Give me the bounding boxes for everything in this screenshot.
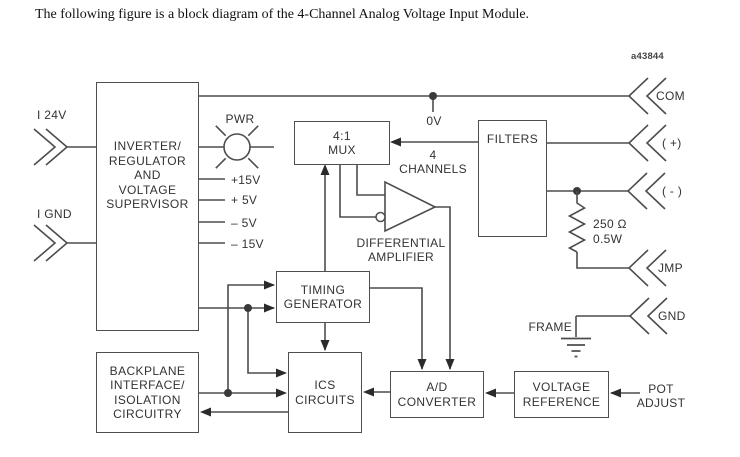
connector-plus-icon: [627, 124, 667, 162]
connector-com-label: COM: [656, 89, 685, 103]
block-label-line: FILTERS: [486, 132, 539, 146]
connector-minus-label: ( - ): [662, 184, 683, 198]
block-mux: 4:1 MUX: [294, 121, 390, 165]
input-gnd-label: I GND: [37, 207, 72, 221]
arrowheads: [200, 137, 621, 417]
resistor-value-label: 250 Ω 0.5W: [593, 217, 627, 247]
connector-i24v-icon: [33, 128, 69, 166]
frame-label: FRAME: [528, 320, 572, 334]
pot-adjust-line1: POT: [648, 382, 674, 396]
block-label-line: ISOLATION: [114, 392, 181, 407]
earth-ground-icon: [561, 337, 591, 358]
pot-adjust-label: POT ADJUST: [636, 382, 686, 410]
rail-plus5v-label: + 5V: [231, 193, 258, 207]
connector-jmp-icon: [627, 249, 667, 287]
block-label-line: CIRCUITRY: [113, 407, 182, 421]
zero-volt-label: 0V: [426, 114, 442, 128]
block-label-line: CONVERTER: [397, 394, 477, 409]
wires: [67, 95, 640, 413]
block-label-line: A/D: [426, 380, 448, 394]
power-lamp-icon: [215, 125, 259, 169]
connector-gnd-label: GND: [658, 309, 686, 323]
block-label-line: GENERATOR: [283, 297, 363, 311]
differential-amplifier-line1: DIFFERENTIAL: [356, 236, 446, 250]
connector-gnd-icon: [628, 297, 668, 335]
block-label-line: 4:1: [333, 128, 351, 143]
block-voltage-reference: VOLTAGE REFERENCE: [514, 371, 609, 418]
junction-dots: [224, 92, 581, 397]
rail-minus15v-label: – 15V: [231, 237, 264, 251]
block-label-line: BACKPLANE: [109, 363, 186, 378]
connector-com-icon: [627, 77, 667, 115]
block-label-line: TIMING: [300, 282, 346, 297]
block-label-line: AND: [134, 168, 161, 182]
block-label-line: REFERENCE: [522, 394, 601, 409]
block-backplane-interface: BACKPLANE INTERFACE/ ISOLATION CIRCUITRY: [96, 352, 199, 433]
resistor-wattage: 0.5W: [593, 232, 623, 246]
block-label-line: VOLTAGE: [532, 380, 591, 394]
figure-id: a43844: [631, 51, 664, 62]
resistor-icon: [567, 191, 587, 253]
diff-amplifier-icon: [375, 180, 437, 233]
block-timing-generator: TIMING GENERATOR: [276, 271, 370, 323]
four-channels-line2: CHANNELS: [399, 162, 467, 176]
resistor-ohms: 250 Ω: [593, 217, 627, 231]
rail-minus5v-label: – 5V: [231, 216, 257, 230]
input-24v-label: I 24V: [37, 108, 67, 122]
pot-adjust-line2: ADJUST: [636, 396, 686, 410]
connector-ignd-icon: [33, 224, 69, 262]
block-label-line: REGULATOR: [108, 153, 187, 168]
four-channels-line1: 4: [429, 148, 437, 162]
block-ics-circuits: ICS CIRCUITS: [288, 352, 362, 433]
connector-plus-label: ( +): [662, 136, 682, 150]
block-label-line: MUX: [328, 143, 356, 157]
block-inverter-regulator: INVERTER/ REGULATOR AND VOLTAGE SUPERVIS…: [96, 82, 199, 331]
block-label-line: INTERFACE/: [110, 378, 185, 392]
block-label-line: VOLTAGE: [118, 182, 177, 197]
block-label-line: CIRCUITS: [295, 392, 355, 407]
connector-minus-icon: [626, 172, 666, 210]
differential-amplifier-line2: AMPLIFIER: [367, 250, 435, 264]
differential-amplifier-label: DIFFERENTIAL AMPLIFIER: [346, 236, 456, 264]
four-channels-label: 4 CHANNELS: [395, 148, 471, 176]
figure-caption: The following figure is a block diagram …: [35, 7, 530, 22]
rail-plus15v-label: +15V: [231, 173, 261, 187]
block-label-line: SUPERVISOR: [106, 197, 189, 211]
block-label-line: ICS: [314, 378, 336, 392]
block-ad-converter: A/D CONVERTER: [390, 371, 484, 418]
connector-jmp-label: JMP: [658, 261, 683, 275]
block-filters: FILTERS: [478, 120, 547, 237]
block-label-line: INVERTER/: [113, 139, 182, 153]
pwr-label: PWR: [225, 112, 255, 126]
